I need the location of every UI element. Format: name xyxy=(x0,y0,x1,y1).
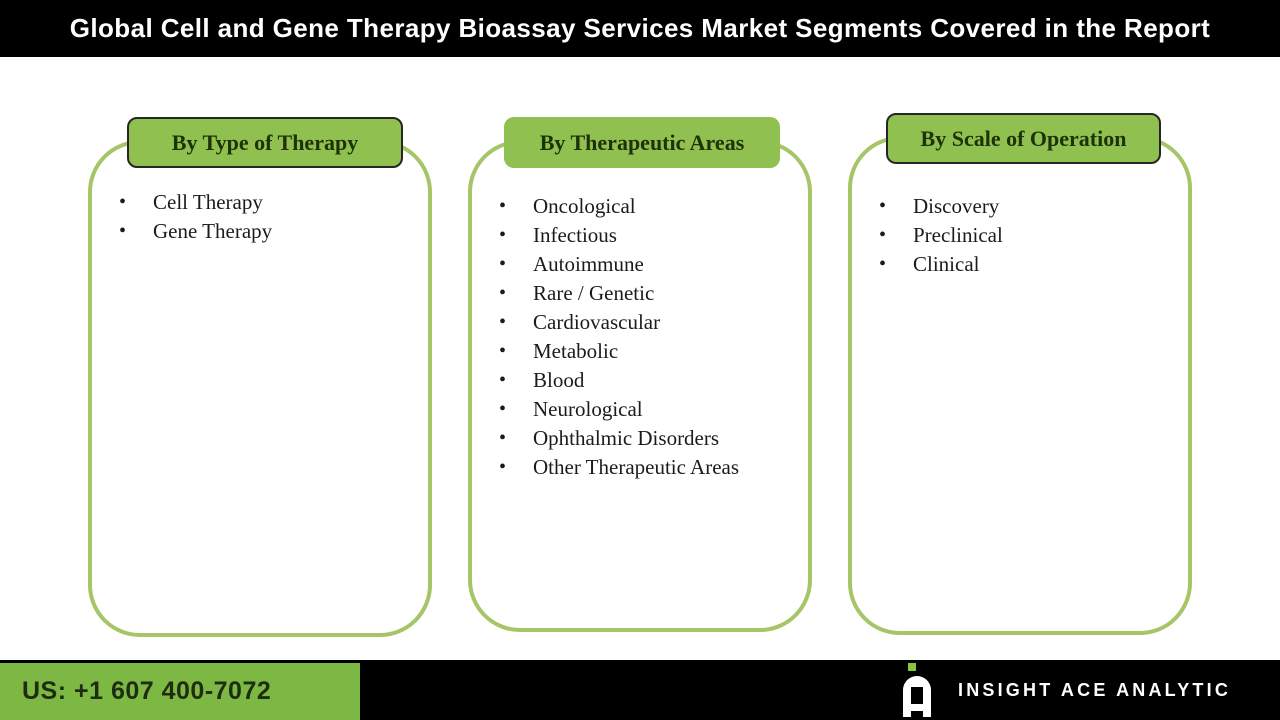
segment-header-therapeutic-areas: By Therapeutic Areas xyxy=(504,117,780,168)
page-title: Global Cell and Gene Therapy Bioassay Se… xyxy=(69,13,1211,43)
footer-bar: US: +1 607 400-7072 INSIGHT ACE ANALYTIC xyxy=(0,660,1280,720)
brand-name: INSIGHT ACE ANALYTIC xyxy=(958,679,1232,700)
list-item: Discovery xyxy=(848,192,1192,221)
list-item: Clinical xyxy=(848,250,1192,279)
list-item: Blood xyxy=(468,366,812,395)
logo-a-crossbar xyxy=(911,704,923,711)
list-item: Cardiovascular xyxy=(468,308,812,337)
list-item: Other Therapeutic Areas xyxy=(468,453,812,482)
list-item: Neurological xyxy=(468,395,812,424)
segment-title: By Therapeutic Areas xyxy=(539,129,745,155)
list-item: Rare / Genetic xyxy=(468,279,812,308)
insight-ace-logo-icon xyxy=(903,663,931,717)
list-item: Gene Therapy xyxy=(88,217,432,246)
list-item: Infectious xyxy=(468,221,812,250)
segment-header-type-of-therapy: By Type of Therapy xyxy=(127,117,403,168)
list-item: Metabolic xyxy=(468,337,812,366)
list-item: Ophthalmic Disorders xyxy=(468,424,812,453)
logo-a-counter xyxy=(911,687,923,717)
segment-title: By Type of Therapy xyxy=(171,129,359,155)
segment-header-scale-of-operation: By Scale of Operation xyxy=(886,113,1161,164)
list-item: Autoimmune xyxy=(468,250,812,279)
segment-title: By Scale of Operation xyxy=(920,125,1127,151)
segment-list-type-of-therapy: Cell Therapy Gene Therapy xyxy=(88,188,432,246)
logo-dot xyxy=(908,663,916,671)
list-item: Oncological xyxy=(468,192,812,221)
segment-list-therapeutic-areas: Oncological Infectious Autoimmune Rare /… xyxy=(468,192,812,482)
phone-number: US: +1 607 400-7072 xyxy=(22,677,272,705)
title-bar: Global Cell and Gene Therapy Bioassay Se… xyxy=(0,0,1280,57)
segment-list-scale-of-operation: Discovery Preclinical Clinical xyxy=(848,192,1192,279)
phone-banner: US: +1 607 400-7072 xyxy=(0,663,360,720)
list-item: Preclinical xyxy=(848,221,1192,250)
list-item: Cell Therapy xyxy=(88,188,432,217)
